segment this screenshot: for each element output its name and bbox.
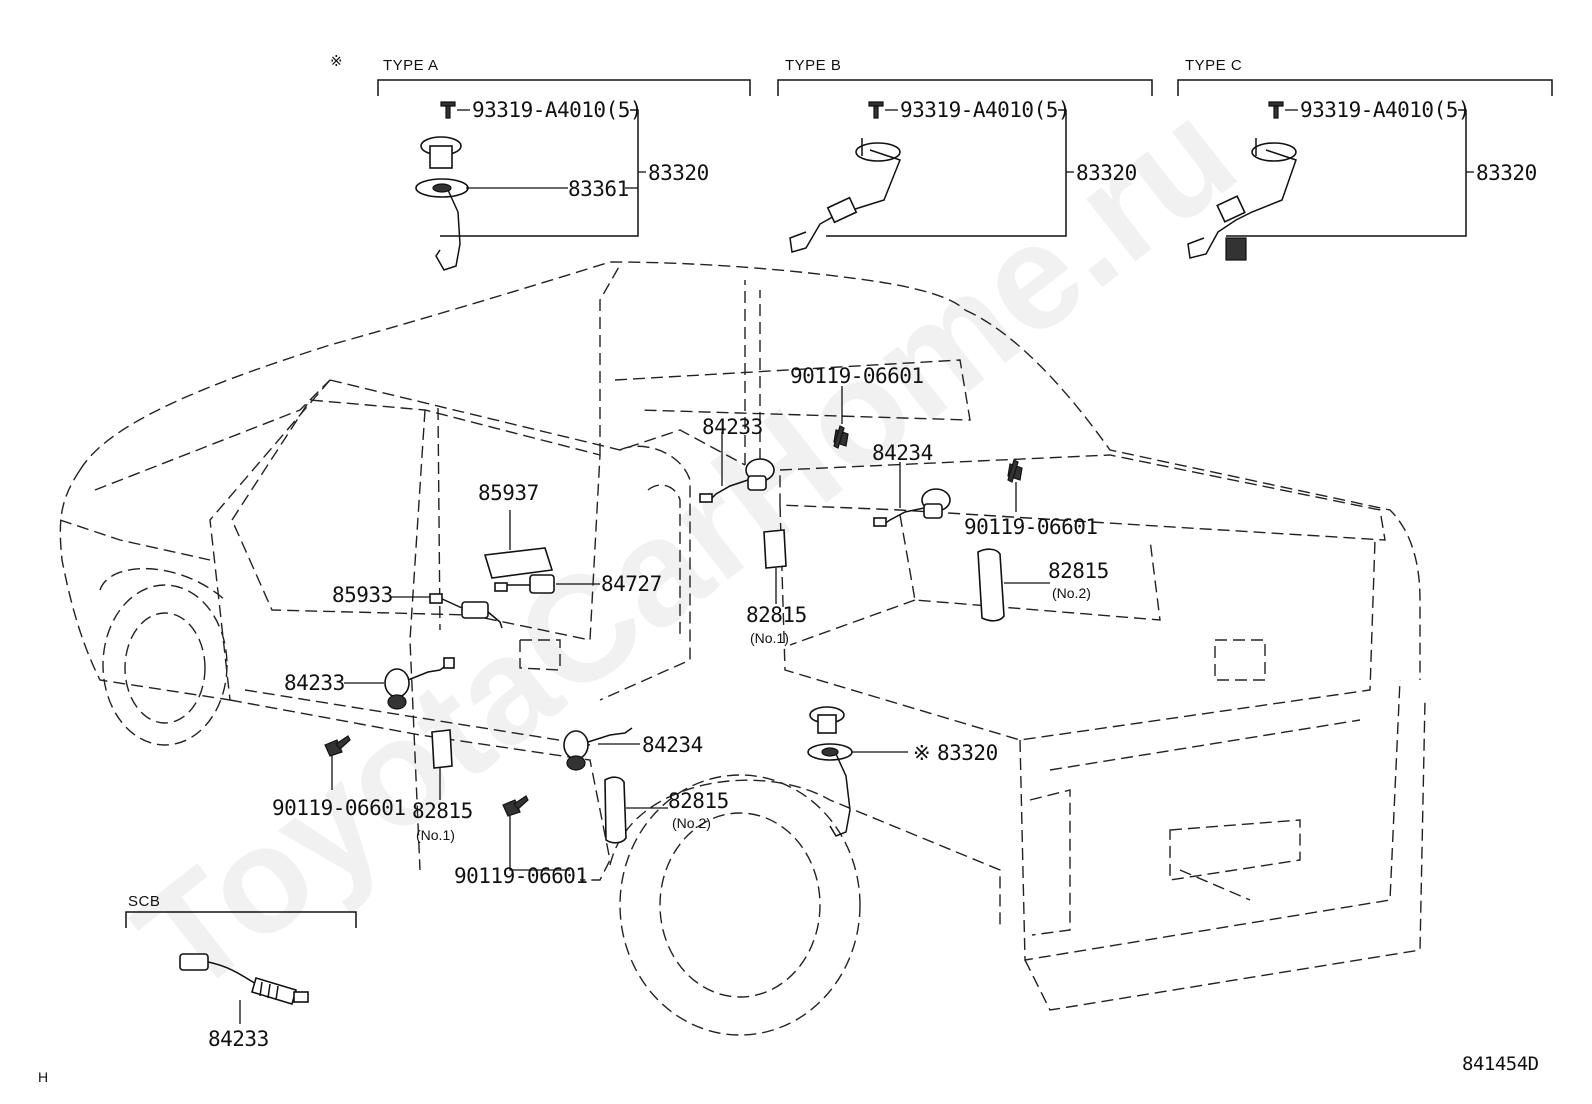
label-84234-lower: 84234 (642, 733, 703, 757)
label-82815-b-sub: (No.2) (1052, 585, 1091, 601)
label-90119-b: 90119-06601 (454, 864, 588, 888)
type-a-assembly-label: 83320 (648, 161, 709, 185)
label-82815-a: 82815 (746, 603, 807, 627)
type-a-gauge-label: 83361 (568, 177, 629, 201)
type-b-bracket (777, 79, 1153, 96)
door-switch-84233-rear: 84233 (699, 415, 775, 503)
asterisk-body: ※ (913, 741, 930, 765)
type-b-assembly-label: 83320 (1076, 161, 1137, 185)
label-90119-d: 90119-06601 (964, 515, 1098, 539)
label-82815-c-sub: (No.1) (416, 827, 455, 843)
type-a-group: TYPE A 93319-A4010(5) 83320 83361 (377, 57, 751, 271)
label-82815-c: 82815 (412, 799, 473, 823)
bolt-90119-lower-mid: 90119-06601 (454, 795, 588, 888)
type-c-group: TYPE C 93319-A4010(5) 83320 (1177, 57, 1553, 261)
label-83320-body: 83320 (937, 741, 998, 765)
fuel-sender-icon (789, 138, 901, 253)
type-c-bolt-label: 93319-A4010(5) (1300, 98, 1470, 122)
bolt-90119-upper-mid: 90119-06601 (790, 364, 924, 449)
asterisk-mark: ※ (330, 53, 343, 70)
label-82815-d: 82815 (668, 789, 729, 813)
bolt-icon (868, 101, 884, 119)
fuel-sender-icon (1187, 138, 1297, 261)
type-c-assembly-label: 83320 (1476, 161, 1537, 185)
fuel-sender-83320-body: ※ 83320 (807, 706, 998, 837)
bolt-90119-lower-left: 90119-06601 (272, 735, 406, 820)
pad-82815-no1-front: 82815 (No.1) (412, 729, 473, 843)
door-switch-84234-lower: 84234 (563, 727, 703, 771)
harness-85933: 85933 (332, 583, 503, 629)
bolt-icon (1268, 101, 1284, 119)
label-85933: 85933 (332, 583, 393, 607)
type-b-group: TYPE B 93319-A4010(5) 83320 (777, 57, 1153, 253)
truck-outline (59, 261, 1426, 1036)
sensor-icon (179, 953, 309, 1005)
label-82815-d-sub: (No.2) (672, 815, 711, 831)
label-84233-rear: 84233 (702, 415, 763, 439)
type-b-bolt-label: 93319-A4010(5) (900, 98, 1070, 122)
corner-mark: H (38, 1069, 48, 1085)
type-c-bracket (1177, 79, 1553, 96)
pad-82815-no1-rear: 82815 (No.1) (746, 529, 807, 646)
type-b-assembly-bracket (826, 109, 1067, 237)
type-c-header: TYPE C (1185, 57, 1242, 74)
pad-85937: 85937 (478, 481, 554, 579)
door-switch-84234-upper: 84234 (872, 441, 951, 527)
diagram-id: 841454D (1462, 1053, 1539, 1075)
type-a-header: TYPE A (383, 57, 439, 74)
label-90119-a: 90119-06601 (272, 796, 406, 820)
pad-82815-no2-bed: 82815 (No.2) (977, 548, 1109, 622)
type-a-bracket (377, 79, 751, 96)
scb-header: SCB (128, 893, 160, 910)
door-switch-84233-front: 84233 (284, 657, 455, 710)
label-85937: 85937 (478, 481, 539, 505)
scb-bracket (125, 911, 357, 928)
label-82815-a-sub: (No.1) (750, 630, 789, 646)
bolt-90119-right: 90119-06601 (964, 459, 1098, 539)
watermark: ToyotaCarHome.ru (106, 68, 1265, 1025)
sensor-84727: 84727 (494, 572, 662, 596)
fuel-sender-icon (415, 136, 469, 271)
pad-82815-no2-lower: 82815 (No.2) (604, 776, 729, 844)
bolt-icon (440, 101, 456, 119)
label-84233-front: 84233 (284, 671, 345, 695)
type-b-header: TYPE B (785, 57, 841, 74)
label-84727: 84727 (601, 572, 662, 596)
label-84234-upper: 84234 (872, 441, 933, 465)
scb-group: SCB 84233 (125, 893, 357, 1051)
scb-part-label: 84233 (208, 1027, 269, 1051)
type-a-bolt-label: 93319-A4010(5) (472, 98, 642, 122)
label-90119-c: 90119-06601 (790, 364, 924, 388)
type-a-assembly-bracket (440, 109, 639, 237)
type-c-assembly-bracket (1226, 109, 1467, 237)
label-82815-b: 82815 (1048, 559, 1109, 583)
